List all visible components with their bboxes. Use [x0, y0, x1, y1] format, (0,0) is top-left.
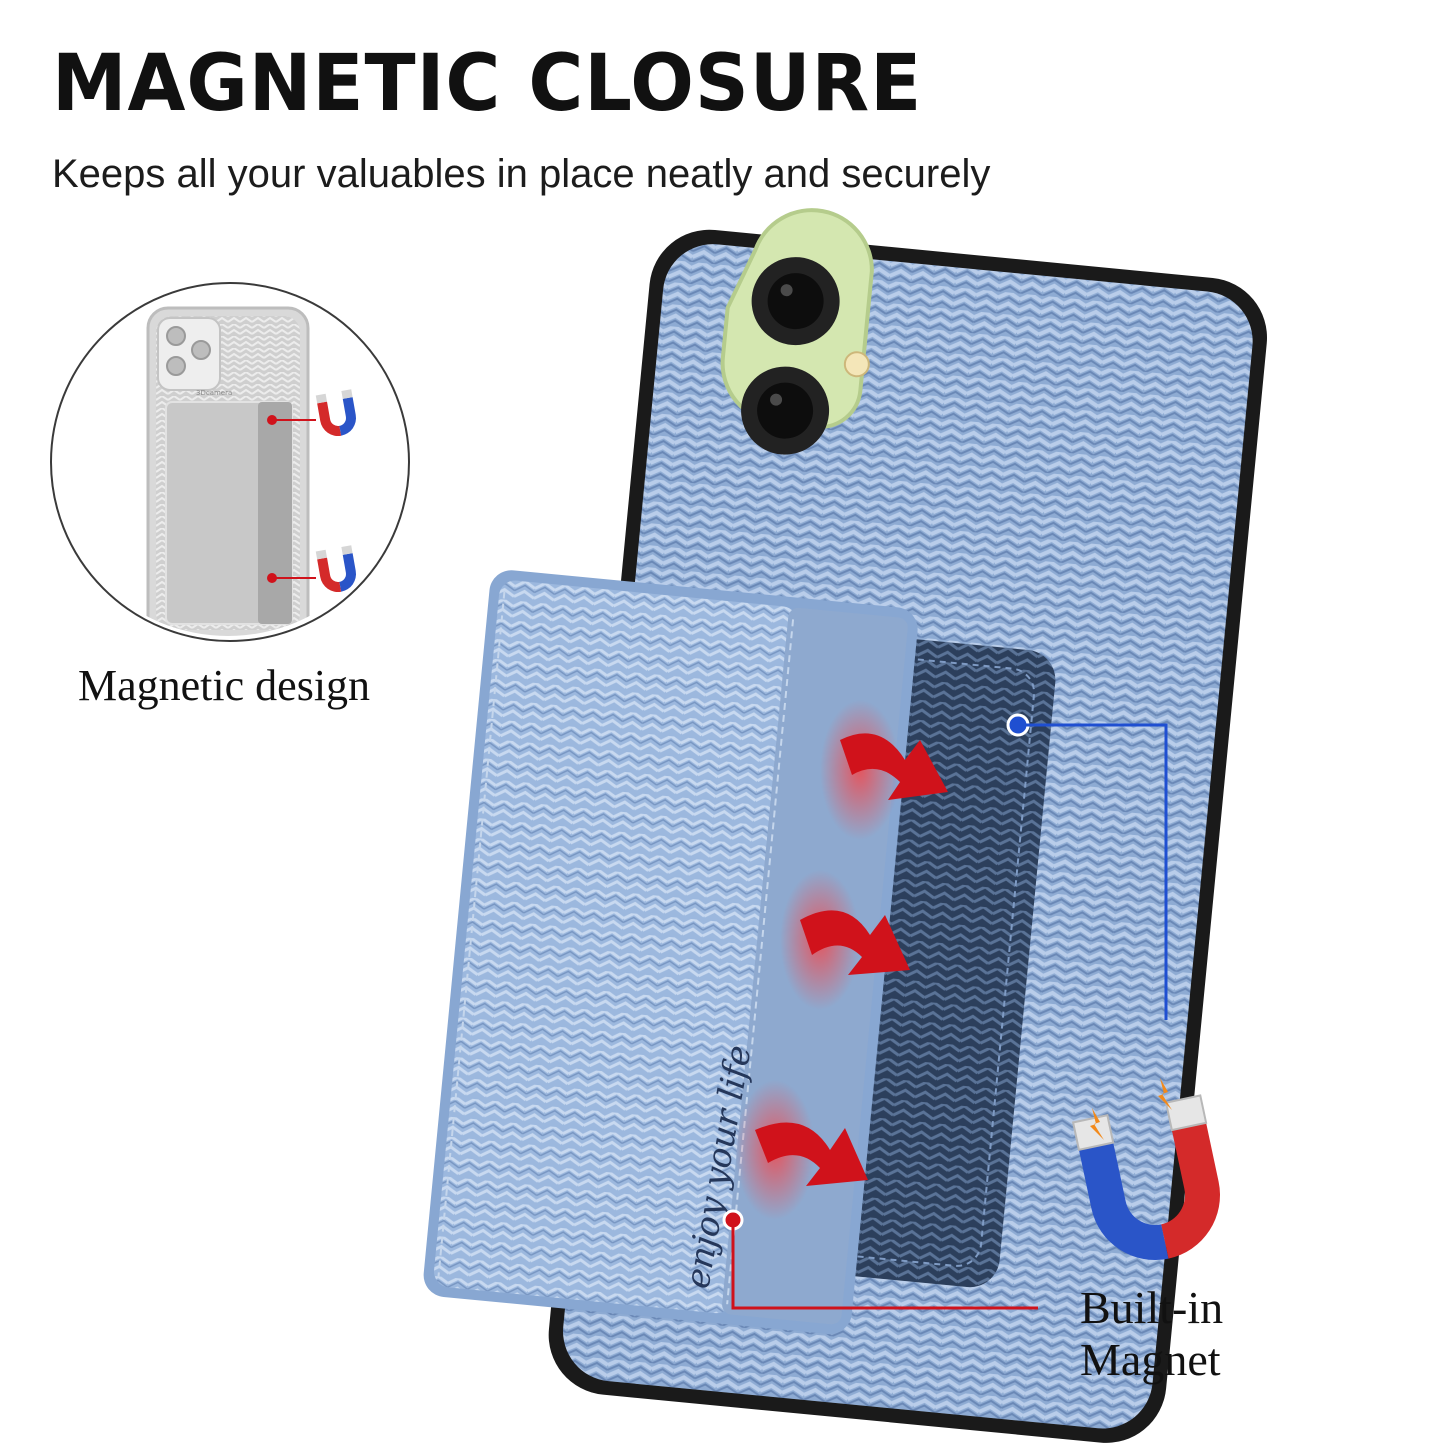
- camera-module: [720, 208, 874, 455]
- curved-arrow-icon: [820, 700, 948, 840]
- horseshoe-magnet-icon: [1071, 1094, 1220, 1260]
- magnetic-design-inset: [50, 282, 410, 642]
- magnet-callout-blue-line: [1006, 713, 1168, 1020]
- callout-line-2: Magnet: [1080, 1334, 1221, 1385]
- curved-arrow-icon: [780, 870, 910, 1010]
- flip-direction-arrows: [735, 700, 948, 1220]
- built-in-magnet-caption: Built-in Magnet: [1080, 1282, 1320, 1386]
- callout-line-1: Built-in: [1080, 1282, 1224, 1333]
- magnet-callout-red-line: [722, 1209, 1038, 1310]
- inset-caption: Magnetic design: [78, 661, 371, 710]
- curved-arrow-icon: [735, 1080, 868, 1220]
- page-title: MAGNETIC CLOSURE: [52, 39, 923, 129]
- page-subtitle: Keeps all your valuables in place neatly…: [52, 152, 991, 196]
